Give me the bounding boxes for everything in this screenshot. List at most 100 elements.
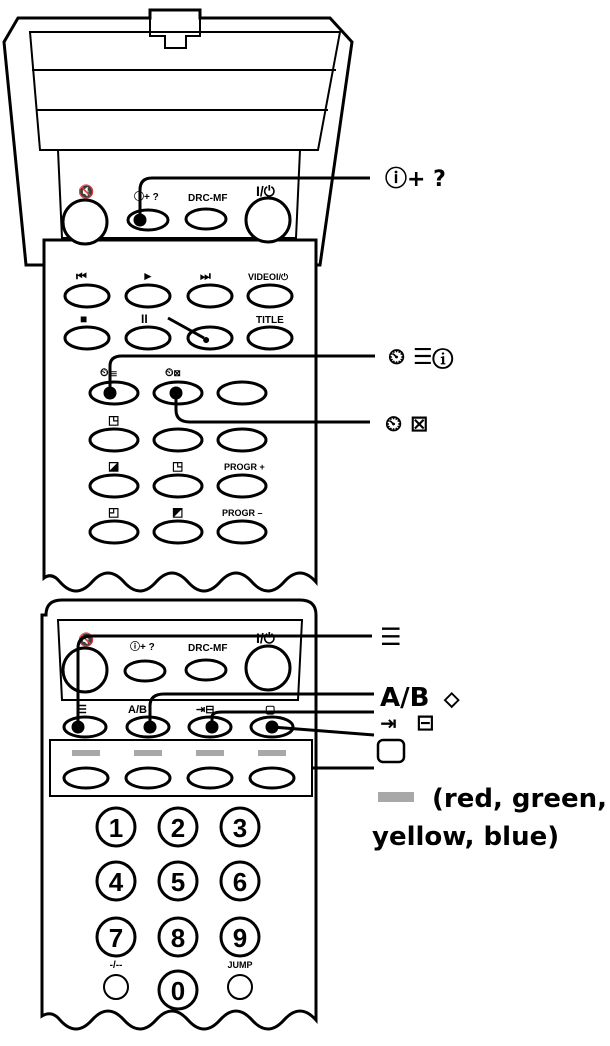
callout-ab-icon: ⬦ [443, 687, 460, 712]
bottom-top-panel [56, 619, 304, 701]
callout-line-teletext [76, 634, 372, 727]
top-remote-buttons [61, 196, 294, 545]
number-pad [95, 806, 261, 1011]
callout-input-mix: ⊟ [416, 711, 434, 736]
mute-button[interactable] [61, 198, 109, 246]
menu-button-2[interactable] [88, 473, 140, 499]
top-remote-body [42, 238, 318, 593]
power-button[interactable] [244, 196, 292, 244]
num-4-button[interactable] [95, 860, 137, 902]
progr-minus-label: PROGR – [222, 508, 263, 518]
blank-button-2[interactable] [152, 427, 204, 453]
num-0-label: 0 [171, 976, 185, 1006]
top-callout-icons: ⓘ+ ? ⏲ ☰ⓘ ⏲ ⊠ [385, 166, 454, 437]
callout-line-timer [108, 354, 375, 393]
stop-label: ■ [80, 312, 87, 326]
mute-icon: 🔇 [78, 184, 94, 199]
progr-plus-label: PROGR + [224, 462, 265, 472]
bottom-callout-icons: ☰ A/B ⬦ ⇥ ⊟ (red, green, yellow, blue) [372, 623, 607, 852]
clock-cancel-label: ⏲⊠ [165, 367, 181, 379]
progr-plus-button[interactable] [216, 473, 268, 499]
top-remote [2, 8, 354, 593]
num-8-button[interactable] [157, 916, 199, 958]
prev-label: ⏮ [76, 269, 87, 283]
callout-line-info [138, 176, 370, 220]
bottom-info-help-label: ⓘ+ ? [130, 640, 155, 653]
num-0-button[interactable] [157, 969, 199, 1011]
num-1-button[interactable] [95, 806, 137, 848]
bottom-remote-labels: 🔇 ⓘ+ ? DRC-MF I/⏻ A/B ☰ ⇥⊟ ▢ [77, 630, 275, 716]
prev-button[interactable] [63, 283, 111, 309]
jump-button[interactable] [227, 974, 253, 1000]
blue-button[interactable] [248, 766, 296, 790]
blank-button-3[interactable] [216, 427, 268, 453]
red-bar [72, 750, 100, 756]
callout-blank-box [376, 738, 406, 764]
teletext-button[interactable] [62, 715, 108, 739]
bottom-drc-mf-label: DRC-MF [188, 643, 227, 654]
bottom-mute-button[interactable] [61, 646, 109, 694]
num-9-label: 9 [233, 923, 247, 953]
num-3-label: 3 [233, 813, 247, 843]
top-panel [56, 149, 302, 239]
record-button[interactable] [186, 325, 234, 351]
num-5-button[interactable] [157, 860, 199, 902]
power-label: I/⏻ [256, 183, 275, 199]
menu-button-1[interactable] [88, 427, 140, 453]
callout-line-ab [148, 692, 374, 727]
bottom-power-button[interactable] [244, 644, 292, 692]
green-bar [134, 750, 162, 756]
callout-colors-line1: (red, green, [432, 784, 607, 814]
callout-input-icon: ⇥ [380, 711, 397, 735]
callout-line-input [210, 710, 374, 727]
next-label: ⏭ [200, 269, 211, 283]
menu-button-3[interactable] [152, 473, 204, 499]
top-remote-labels: 🔇 ⓘ+ ? DRC-MF I/⏻ ⏮ ► ⏭ VIDEOI/⏻ ■ II ● … [76, 183, 289, 519]
num-3-button[interactable] [219, 806, 261, 848]
top-callouts [103, 176, 375, 424]
menu-button-5[interactable] [152, 519, 204, 545]
red-button[interactable] [62, 766, 110, 790]
num-7-label: 7 [109, 923, 123, 953]
num-2-button[interactable] [157, 806, 199, 848]
play-button[interactable] [124, 283, 172, 309]
video-label: VIDEOI/⏻ [248, 272, 289, 282]
menu-icon-5: ◩ [172, 505, 183, 519]
title-button[interactable] [246, 325, 294, 351]
drc-mf-button[interactable] [184, 207, 228, 231]
bottom-callouts [71, 634, 375, 770]
yellow-button[interactable] [186, 766, 234, 790]
video-button[interactable] [246, 283, 294, 309]
play-label: ► [142, 269, 154, 283]
menu-icon-4: ◰ [108, 505, 119, 519]
callout-clock-cancel: ⏲ ⊠ [385, 412, 428, 437]
green-button[interactable] [124, 766, 172, 790]
num-7-button[interactable] [95, 916, 137, 958]
stop-button[interactable] [63, 325, 111, 351]
bottom-power-label: I/⏻ [256, 630, 275, 646]
dash-button[interactable] [103, 974, 129, 1000]
drc-mf-label: DRC-MF [188, 193, 227, 204]
menu-icon-3: ◳ [172, 459, 183, 473]
callout-colors-line2: yellow, blue) [372, 822, 559, 852]
lid-hinge [149, 18, 201, 49]
callout-line-square [271, 725, 375, 737]
callout-line-clock [174, 393, 370, 424]
callout-teletext: ☰ [380, 623, 402, 651]
num-9-button[interactable] [219, 916, 261, 958]
num-6-label: 6 [233, 867, 247, 897]
yellow-bar [196, 750, 224, 756]
menu-icon-2: ◪ [108, 459, 119, 473]
bottom-drc-mf-button[interactable] [184, 658, 228, 682]
menu-button-4[interactable] [88, 519, 140, 545]
bottom-info-help-button[interactable] [123, 659, 167, 683]
blank-button-1[interactable] [216, 380, 268, 406]
num-5-label: 5 [171, 867, 185, 897]
next-button[interactable] [186, 283, 234, 309]
dash-label: -/-- [110, 960, 123, 971]
menu-icon-1: ◳ [108, 413, 119, 427]
progr-minus-button[interactable] [216, 519, 268, 545]
pause-button[interactable] [124, 325, 172, 351]
num-6-button[interactable] [219, 860, 261, 902]
